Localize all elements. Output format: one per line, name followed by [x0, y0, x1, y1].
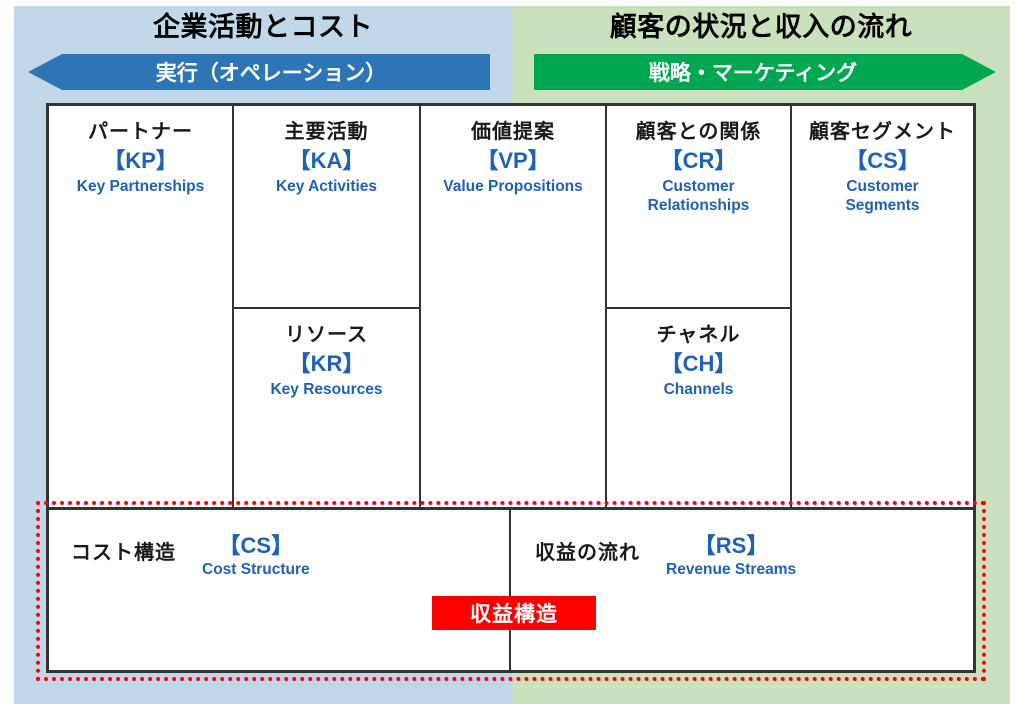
profit-structure-badge: 収益構造: [432, 596, 596, 630]
left-arrow-banner: 実行（オペレーション）: [28, 54, 490, 90]
strategy-arrow-right-icon: 戦略・マーケティング: [534, 54, 996, 90]
cell-kr-code-label: 【KR】: [288, 351, 365, 376]
cell-revenue-en-label: Revenue Streams: [666, 560, 797, 578]
column-key-partnerships: パートナー 【KP】 Key Partnerships: [49, 106, 234, 507]
cell-revenue-code-label: 【RS】: [693, 533, 769, 558]
cell-cr-code-label: 【CR】: [660, 148, 737, 173]
cell-cs-en-label: Customer Segments: [845, 177, 919, 216]
cost-structure-text: 【CS】 Cost Structure: [202, 532, 310, 579]
column-key-activities-resources: 主要活動 【KA】 Key Activities リソース 【KR】 Key R…: [234, 106, 421, 507]
column-value-propositions: 価値提案 【VP】 Value Propositions: [421, 106, 607, 507]
cell-cs-jp-label: 顧客セグメント: [809, 121, 956, 143]
revenue-streams-text: 【RS】 Revenue Streams: [666, 532, 796, 579]
left-banner-label: 実行（オペレーション）: [155, 62, 387, 85]
cell-vp-jp-label: 価値提案: [471, 121, 555, 143]
right-banner-label: 戦略・マーケティング: [648, 62, 858, 85]
cell-key-partnerships[interactable]: パートナー 【KP】 Key Partnerships: [49, 106, 232, 507]
canvas-bottom-row: コスト構造 【CS】 Cost Structure 収益の流れ 【RS】 Rev…: [49, 507, 973, 670]
cell-cost-en-label: Cost Structure: [202, 560, 310, 578]
profit-structure-badge-label: 収益構造: [470, 603, 558, 626]
cell-ch-en-label: Channels: [663, 380, 734, 398]
cell-cr-en-line1: Customer: [662, 177, 735, 195]
cell-key-resources[interactable]: リソース 【KR】 Key Resources: [234, 309, 419, 507]
cost-structure-content: コスト構造 【CS】 Cost Structure: [49, 532, 509, 579]
cell-ka-en-label: Key Activities: [275, 177, 378, 195]
cell-revenue-jp-label: 収益の流れ: [535, 542, 640, 564]
canvas-top-row: パートナー 【KP】 Key Partnerships 主要活動 【KA】 Ke…: [49, 106, 973, 507]
operation-arrow-left-icon: 実行（オペレーション）: [28, 54, 490, 90]
left-section-title: 企業活動とコスト: [153, 12, 373, 42]
column-relationships-channels: 顧客との関係 【CR】 Customer Relationships チャネル …: [607, 106, 792, 507]
cell-cr-en-label: Customer Relationships: [648, 177, 750, 216]
cell-kr-jp-label: リソース: [285, 324, 368, 346]
cell-value-propositions[interactable]: 価値提案 【VP】 Value Propositions: [421, 106, 605, 507]
cell-kp-code-label: 【KP】: [103, 148, 178, 173]
column-customer-segments: 顧客セグメント 【CS】 Customer Segments: [792, 106, 973, 507]
cell-ka-code-label: 【KA】: [288, 148, 365, 173]
cell-cs-en-line2: Segments: [845, 196, 920, 214]
cell-kp-jp-label: パートナー: [88, 121, 193, 143]
cell-revenue-streams[interactable]: 収益の流れ 【RS】 Revenue Streams: [511, 510, 973, 670]
cell-cr-jp-label: 顧客との関係: [635, 121, 762, 143]
cell-ch-jp-label: チャネル: [656, 324, 741, 346]
cell-cost-jp-label: コスト構造: [71, 542, 176, 564]
cell-customer-segments[interactable]: 顧客セグメント 【CS】 Customer Segments: [792, 106, 973, 507]
cell-customer-relationships[interactable]: 顧客との関係 【CR】 Customer Relationships: [607, 106, 790, 309]
canvas-frame: パートナー 【KP】 Key Partnerships 主要活動 【KA】 Ke…: [46, 103, 976, 673]
cell-vp-en-label: Value Propositions: [443, 177, 583, 195]
cell-cs-en-line1: Customer: [846, 177, 919, 195]
cell-vp-code-label: 【VP】: [476, 148, 550, 173]
cell-kp-en-label: Key Partnerships: [76, 177, 205, 195]
cell-kr-en-label: Key Resources: [270, 380, 383, 398]
cell-ch-code-label: 【CH】: [660, 351, 737, 376]
right-arrow-banner: 戦略・マーケティング: [534, 54, 996, 90]
cell-cr-en-line2: Relationships: [647, 196, 750, 214]
cell-key-activities[interactable]: 主要活動 【KA】 Key Activities: [234, 106, 419, 309]
cell-cost-code-label: 【CS】: [218, 533, 294, 558]
cell-ka-jp-label: 主要活動: [284, 121, 369, 143]
cell-channels[interactable]: チャネル 【CH】 Channels: [607, 309, 790, 507]
cell-cs-code-label: 【CS】: [845, 148, 920, 173]
cell-cost-structure[interactable]: コスト構造 【CS】 Cost Structure: [49, 510, 511, 670]
revenue-streams-content: 収益の流れ 【RS】 Revenue Streams: [511, 532, 973, 579]
right-section-title: 顧客の状況と収入の流れ: [609, 12, 913, 42]
